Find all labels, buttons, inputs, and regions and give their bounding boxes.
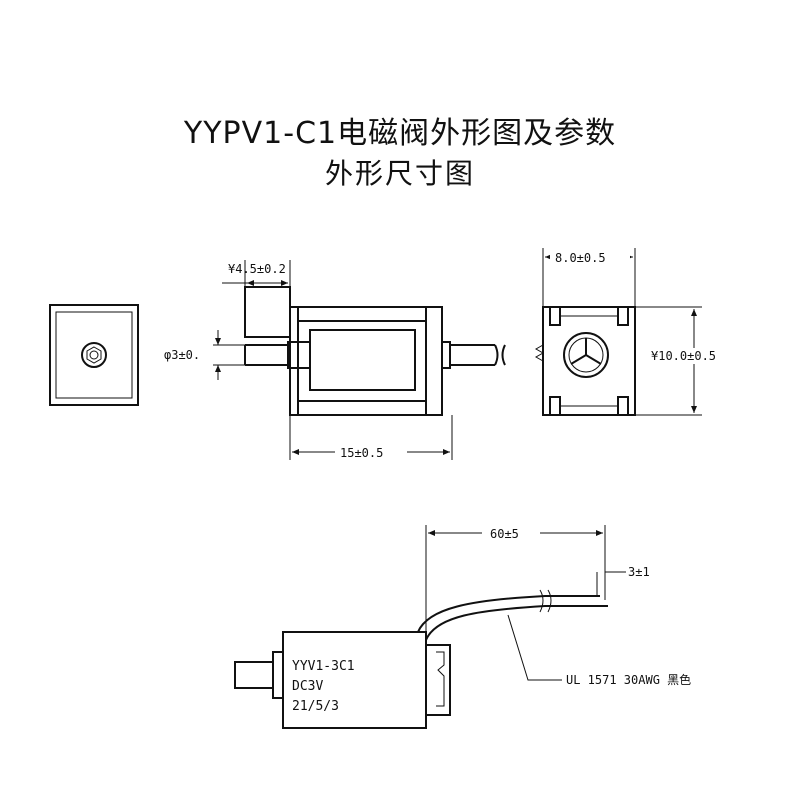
dimension-plunger-length: ¥4.5±0.2 <box>222 262 288 286</box>
plunger-diameter-label: φ3±0. <box>164 348 200 362</box>
width-label: 8.0±0.5 <box>555 251 606 265</box>
dimension-height: ¥10.0±0.5 <box>650 309 750 413</box>
body-length-label: 15±0.5 <box>340 446 383 460</box>
voltage-label: DC3V <box>292 679 323 694</box>
end-view-left <box>49 304 139 406</box>
lead-length-label: 60±5 <box>490 527 519 541</box>
side-view <box>213 260 506 460</box>
page-subtitle: 外形尺寸图 <box>324 157 475 190</box>
dimension-body-length: 15±0.5 <box>292 444 450 460</box>
date-label: 21/5/3 <box>292 699 339 714</box>
height-label: ¥10.0±0.5 <box>651 349 716 363</box>
dimension-width: 8.0±0.5 <box>545 249 633 265</box>
plunger-length-label: ¥4.5±0.2 <box>228 262 286 276</box>
dimension-strip-length: 3±1 <box>604 560 650 579</box>
page-title: YYPV1-C1电磁阀外形图及参数 <box>183 116 617 151</box>
end-view-right <box>534 248 702 416</box>
strip-length-label: 3±1 <box>628 565 650 579</box>
wire-spec-label: UL 1571 30AWG 黑色 <box>566 673 691 687</box>
bottom-view <box>234 525 618 729</box>
model-label: YYV1-3C1 <box>292 659 355 674</box>
dimension-plunger-diameter: φ3±0. <box>164 330 221 380</box>
dimension-lead-length: 60±5 <box>428 525 603 541</box>
